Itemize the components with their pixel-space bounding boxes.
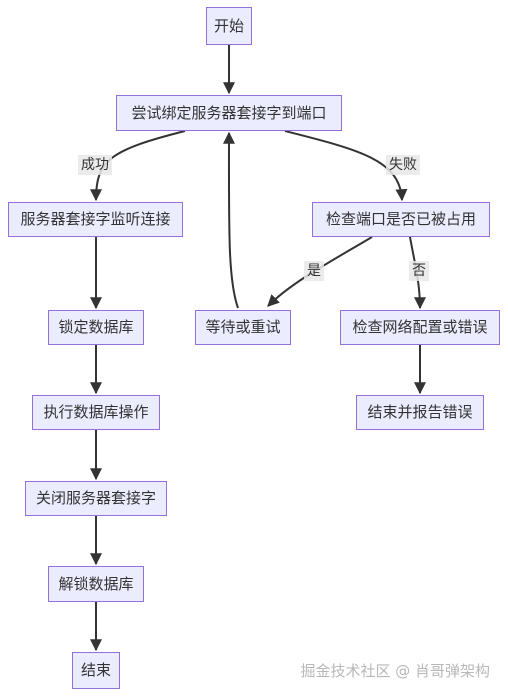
node-bind-socket: 尝试绑定服务器套接字到端口 (116, 95, 342, 131)
node-exec-db: 执行数据库操作 (32, 395, 160, 430)
node-listen: 服务器套接字监听连接 (8, 202, 183, 237)
watermark: 掘金技术社区 @ 肖哥弹架构 (300, 662, 490, 680)
node-check-port: 检查端口是否已被占用 (312, 202, 490, 237)
node-wait-retry: 等待或重试 (195, 310, 291, 345)
edge-bind-to-listen (90, 130, 186, 202)
edge-label-success: 成功 (78, 155, 112, 175)
node-close-socket: 关闭服务器套接字 (25, 481, 167, 516)
node-end-report: 结束并报告错误 (356, 395, 484, 430)
edge-wait-to-bind (222, 131, 239, 309)
edge-label-no: 否 (409, 261, 429, 281)
edge-label-failure: 失败 (386, 155, 420, 175)
node-check-network: 检查网络配置或错误 (340, 310, 500, 345)
edge-label-yes: 是 (304, 261, 324, 281)
node-end: 结束 (72, 652, 120, 689)
node-lock-db: 锁定数据库 (48, 310, 144, 345)
node-unlock-db: 解锁数据库 (48, 566, 144, 602)
node-start: 开始 (206, 7, 252, 45)
edge-bind-to-checkport (284, 130, 408, 202)
